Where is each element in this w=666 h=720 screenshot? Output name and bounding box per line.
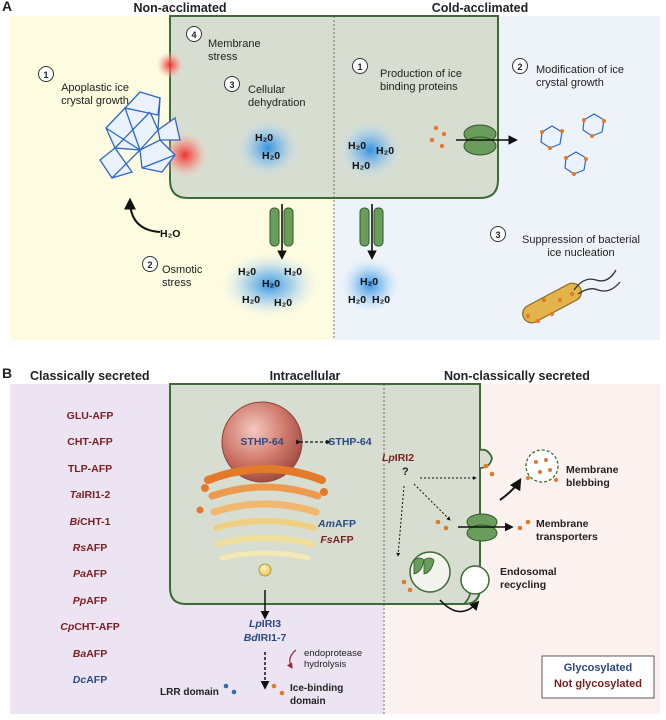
- ibp-dots: [429, 125, 447, 149]
- small-ice-crystal-icon: [540, 113, 605, 175]
- classical-protein-item: CHT-AFP: [67, 436, 113, 449]
- non-acclimated-title: Non-acclimated: [133, 1, 227, 15]
- classical-protein-item: PpAFP: [72, 594, 108, 607]
- suppression-bacterial-label: Suppression of bacterial ice nucleation: [521, 234, 640, 259]
- water-label: H₂0: [284, 266, 303, 278]
- bacterium-icon: [522, 269, 621, 324]
- water-label: H₂0: [255, 132, 274, 144]
- transporter-icon: [456, 124, 518, 156]
- osmotic-stress-label: Osmotic stress: [162, 264, 203, 289]
- classical-protein-item: TLP-AFP: [67, 462, 113, 475]
- sthp-inside-label: STHP-64: [240, 436, 284, 448]
- golgi-icon: [204, 465, 326, 561]
- water-label: H₂0: [348, 140, 367, 152]
- step-number: 2: [142, 256, 158, 272]
- cellular-dehydration-label: Cellular dehydration: [248, 84, 306, 109]
- aquaporin-icon: [269, 204, 294, 260]
- production-ibp-label: Production of ice binding proteins: [380, 68, 462, 93]
- panel-letter-b: B: [2, 365, 13, 381]
- water-label: H₂0: [274, 297, 293, 309]
- legend-glycosylated: Glycosylated: [563, 662, 633, 674]
- bdiri-label: BdIRI1-7: [243, 632, 287, 644]
- water-label: H₂0: [242, 294, 261, 306]
- classical-protein-item: PaAFP: [73, 568, 107, 581]
- non-classically-secreted-title: Non-classically secreted: [444, 369, 590, 383]
- water-label: H₂0: [348, 294, 367, 306]
- lpiri3-label: LpIRI3: [248, 618, 282, 630]
- water-label: H₂0: [238, 266, 257, 278]
- endosomal-recycling-label: Endosomal recycling: [500, 566, 557, 591]
- membrane-transporters-label: Membrane transporters: [536, 518, 598, 543]
- ice-binding-domain-label: Ice-binding domain: [290, 683, 344, 707]
- classical-protein-item: BiCHT-1: [69, 515, 111, 528]
- step-number: 3: [490, 226, 506, 242]
- legend-not-glycosylated: Not glycosylated: [553, 678, 643, 690]
- classical-protein-item: RsAFP: [72, 542, 108, 554]
- classically-secreted-title: Classically secreted: [30, 369, 150, 383]
- classical-protein-item: BaAFP: [72, 647, 108, 660]
- water-label: H₂0: [262, 150, 281, 162]
- water-label: H₂O: [160, 228, 181, 240]
- step-number: 1: [352, 58, 368, 74]
- step-number: 3: [224, 76, 240, 92]
- membrane-stress-label: Membrane stress: [208, 38, 261, 63]
- classical-protein-item: DcAFP: [72, 674, 108, 686]
- lrr-domain-label: LRR domain: [160, 687, 219, 698]
- fs-afp-label: FsAFP: [320, 534, 354, 546]
- classical-protein-item: GLU-AFP: [66, 410, 114, 422]
- water-label: H₂0: [262, 278, 281, 290]
- modification-ice-label: Modification of ice crystal growth: [536, 64, 625, 89]
- water-label: H₂0: [352, 160, 371, 172]
- water-label: H₂0: [372, 294, 391, 306]
- step-number: 4: [186, 26, 202, 42]
- endoprotease-label: endoprotease hydrolysis: [304, 648, 363, 670]
- classical-protein-item: TaIRI1-2: [69, 489, 111, 502]
- water-label: H₂0: [376, 145, 395, 157]
- aquaporin-icon: [359, 204, 384, 260]
- apoplastic-ice-label: Apoplastic ice crystal growth: [61, 82, 129, 107]
- ice-crystal-icon: [99, 91, 181, 179]
- sthp-outside-label: STHP-64: [328, 436, 372, 448]
- cold-acclimated-title: Cold-acclimated: [431, 1, 529, 15]
- lpiri2-label: LpIRI2: [381, 452, 415, 464]
- am-afp-label: AmAFP: [318, 518, 356, 530]
- question-mark: ?: [402, 466, 409, 478]
- panel-letter-a: A: [2, 0, 13, 14]
- water-label: H₂0: [360, 276, 379, 288]
- transporter-icon: [458, 513, 514, 542]
- membrane-blebbing-label: Membrane blebbing: [566, 464, 619, 489]
- classical-protein-item: CpCHT-AFP: [60, 621, 120, 634]
- step-number: 2: [512, 58, 528, 74]
- step-number: 1: [38, 66, 54, 82]
- intracellular-title: Intracellular: [269, 369, 341, 383]
